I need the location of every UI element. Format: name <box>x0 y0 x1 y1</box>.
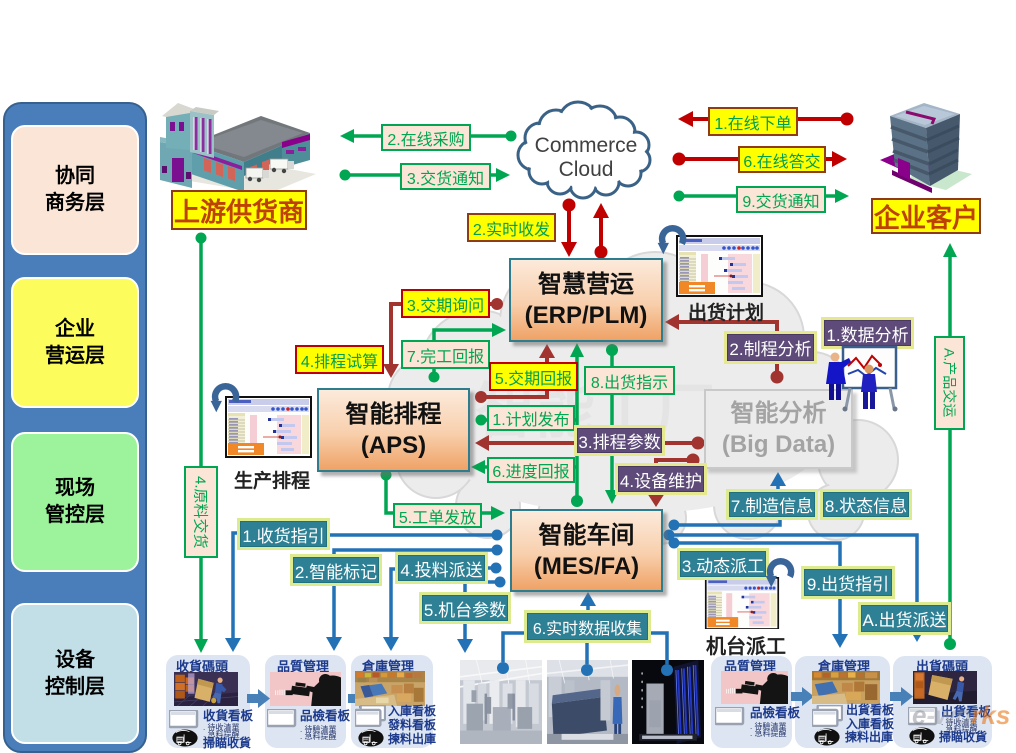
svg-text:Commerce: Commerce <box>535 134 638 157</box>
svg-text:Cloud: Cloud <box>559 158 614 181</box>
